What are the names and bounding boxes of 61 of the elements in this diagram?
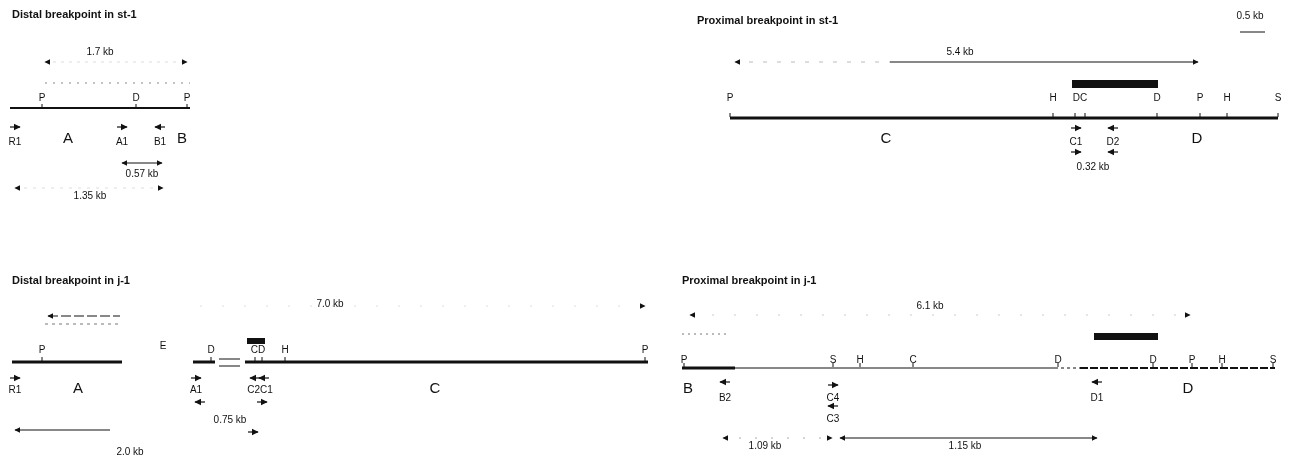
restriction-site-label: S [1269,354,1277,366]
restriction-site-label: S [1274,92,1282,104]
distance-label: 5.4 kb [946,46,974,58]
restriction-site-label: H [281,344,289,356]
primer-label: C4 [826,392,840,404]
restriction-site-label: H [1049,92,1057,104]
distance-label: 1.35 kb [73,190,107,202]
restriction-site-label: P [1188,354,1196,366]
panel-title: Proximal breakpoint in j-1 [682,274,817,286]
restriction-site-label: P [38,92,46,104]
primer-label: C2C1 [247,384,273,396]
restriction-site-label: H [1218,354,1226,366]
restriction-site-label: S [829,354,837,366]
scale-bar-label: 0.5 kb [1236,10,1264,22]
region-label: D [1182,380,1194,396]
region-label: B [683,380,693,396]
distance-label: 1.7 kb [86,46,114,58]
restriction-site-label: D [1054,354,1062,366]
region-label: C [429,380,441,396]
restriction-site-label: D [207,344,215,356]
restriction-site-label: DC [1072,92,1088,104]
primer-label: A1 [189,384,203,396]
region-label: D [1191,130,1203,146]
distance-label: 2.0 kb [116,446,144,458]
restriction-site-label: H [1223,92,1231,104]
restriction-site-label: E [159,340,167,352]
restriction-site-label: P [726,92,734,104]
primer-label: D1 [1090,392,1104,404]
distance-label: 6.1 kb [916,300,944,312]
distance-label: 1.15 kb [948,440,982,452]
restriction-site-label: D [1153,92,1161,104]
primer-label: C3 [826,413,840,425]
distance-label: 0.75 kb [213,414,247,426]
distance-label: 0.32 kb [1076,161,1110,173]
restriction-site-label: D [132,92,140,104]
region-label: A [73,380,83,396]
restriction-site-label: P [38,344,46,356]
restriction-site-label: P [641,344,649,356]
restriction-site-label: P [1196,92,1204,104]
restriction-site-label: C [909,354,917,366]
distance-label: 0.57 kb [125,168,159,180]
restriction-site-label: H [856,354,864,366]
primer-label: B1 [153,136,167,148]
restriction-site-label: P [183,92,191,104]
distance-label: 1.09 kb [748,440,782,452]
restriction-site-label: D [1149,354,1157,366]
panel-title: Proximal breakpoint in st-1 [697,14,839,26]
region-label: C [880,130,892,146]
primer-label: C1 [1069,136,1083,148]
restriction-site-label: CD [250,344,266,356]
primer-label: R1 [8,384,22,396]
region-label: B [177,130,187,146]
primer-label: A1 [115,136,129,148]
primer-label: R1 [8,136,22,148]
distance-label: 7.0 kb [316,298,344,310]
panel-title: Distal breakpoint in j-1 [12,274,130,286]
primer-label: B2 [718,392,732,404]
panel-title: Distal breakpoint in st-1 [12,8,137,20]
restriction-site-label: P [680,354,688,366]
region-label: A [63,130,73,146]
primer-label: D2 [1106,136,1120,148]
